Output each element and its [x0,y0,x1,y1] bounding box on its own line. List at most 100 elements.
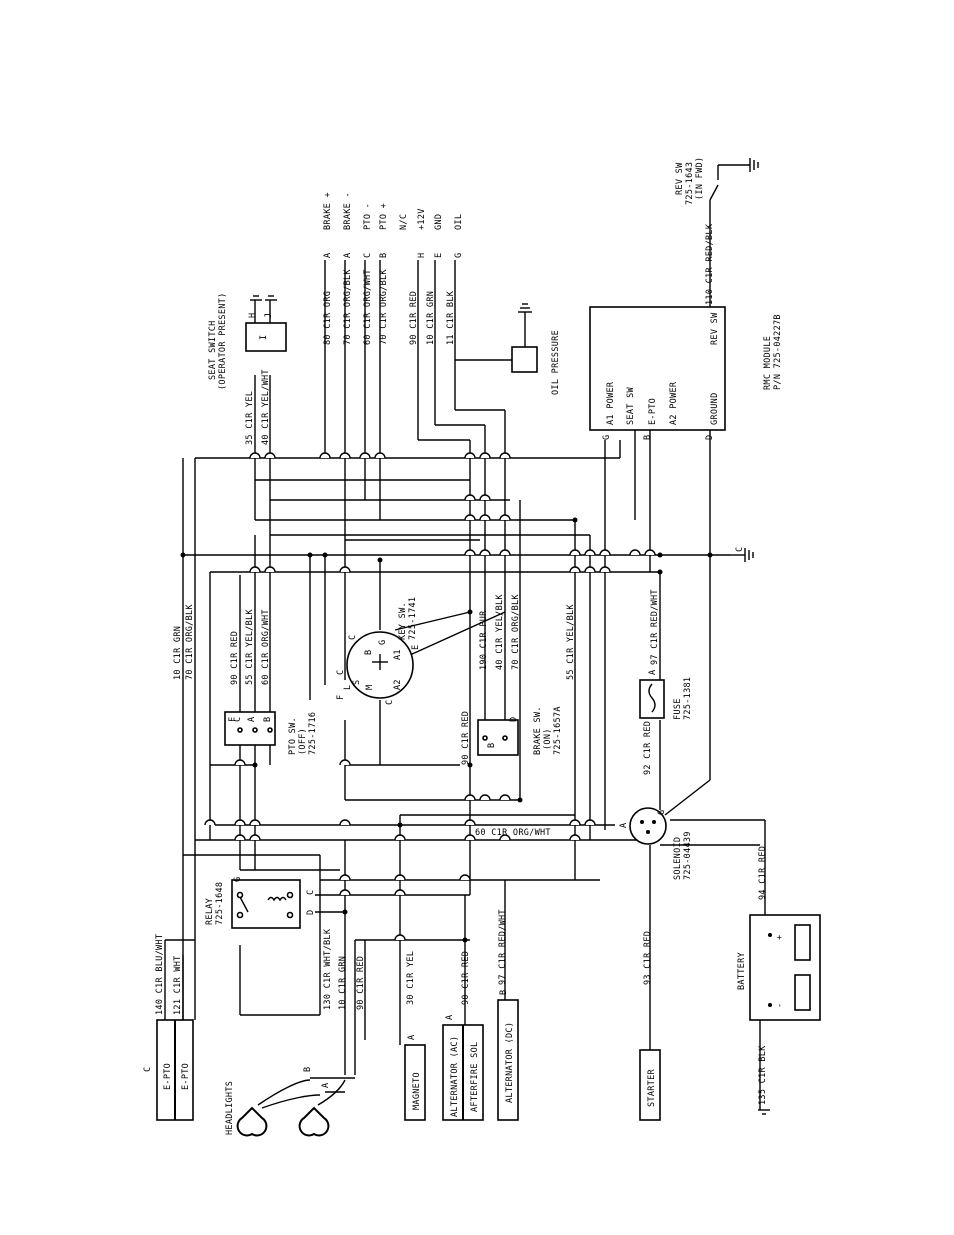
module-pin-ground: GROUND [710,392,720,425]
module-pin-seat-sw: SEAT SW [626,386,636,425]
alternator-ac-connector: ALTERNATOR (AC) AFTERFIRE SOL A [442,1015,484,1121]
pin-B: B [379,253,389,258]
wire-90-e: 90 C1R RED [409,291,419,345]
wire-11: 11 C1R BLK [446,290,456,345]
wire-90-b: 90 C1R RED [461,951,471,1005]
wire-135: 135 C1R BLK [758,1045,768,1105]
key-switch-part: 725-1741 [408,597,418,640]
pin-B: B [364,650,374,655]
seat-switch-name: SEAT SWITCH [208,320,218,380]
solenoid-name: SOLENOID [673,837,683,880]
pin-A: A [619,823,629,828]
pin-E: E [411,645,421,650]
pin-A2: A2 [393,679,403,690]
relay-name: RELAY [205,898,215,925]
pin-C: C [306,890,316,895]
pin-C: C [336,670,346,675]
pin-H: H [417,253,427,258]
wire-93: 93 C1R RED [643,931,653,985]
epto-letter: C [143,1067,153,1072]
epto-bottom-label: E-PTO [181,1063,191,1090]
pin-E: E [434,253,444,258]
wire-60-a: 60 C1R ORG/WHT [475,828,551,838]
wire-10-c: 10 C1R GRN [426,291,436,345]
alternator-dc-connector: ALTERNATOR (DC) B [497,990,519,1121]
wire-70-d: 70 C1R ORG/BLK [379,269,389,345]
pto-switch-state: (OFF) [298,728,308,755]
pin-A: A [445,1015,455,1020]
wire-60-c: 60 C1R ORG/WHT [363,269,373,345]
wire-80: 80 C1R ORG [323,291,333,345]
pto-switch-name: PTO SW. [288,717,298,755]
pto-switch-part: 725-1716 [308,712,318,755]
battery-minus: - [775,1003,785,1008]
pto-switch: F C A B PTO SW. (OFF) 725-1716 [224,711,318,755]
wire-140: 140 C1R BLU/WHT [155,934,165,1015]
wire-40-a: 40 C1R YEL/BLK [495,594,505,670]
wire-55-a: 55 C1R YEL/BLK [245,609,255,685]
fuse-part: 725-1381 [683,677,693,720]
magneto-connector: MAGNETO A [399,1025,426,1121]
module-pin-rev-sw: REV SW [710,312,720,345]
pin-G: G [378,640,388,645]
key-switch-name: KEY SW. [398,602,408,640]
wire-94: 94 C1R RED [758,846,768,900]
epto-top-label: E-PTO [163,1063,173,1090]
wire-labels: 35 C1R YEL 40 C1R YEL/WHT 80 C1R ORG 70 … [173,269,768,1105]
wire-90-c: 90 C1R RED [230,631,240,685]
module-pin-a2-power: A2 POWER [669,381,679,425]
epto-connector: C E-PTO E-PTO 140 C1R BLU/WHT 121 C1R WH… [143,934,195,1121]
wire-70-b: 70 C1R ORG/BLK [511,594,521,670]
harness-brake-plus: BRAKE + [323,192,333,230]
pin-A: A [407,1035,417,1040]
alternator-dc-label: ALTERNATOR (DC) [505,1022,515,1103]
vertical-wire-runs [239,260,766,1110]
wire-10-a: 10 C1R GRN [338,956,348,1010]
pin-B: B [263,717,273,722]
wire-130: 130 C1R WHT/BLK [323,928,333,1010]
harness-brake-minus: BRAKE - [343,192,353,230]
pin-I: I [259,335,269,340]
solenoid-part: 725-04439 [683,831,693,880]
wire-90-d: 90 C1R RED [461,711,471,765]
oil-pressure-label: OIL PRESSURE [551,330,561,395]
ground-symbols: C [730,547,754,562]
wire-55-b: 55 C1R YEL/BLK [566,604,576,680]
wire-35: 35 C1R YEL [245,391,255,445]
relay: RELAY 725-1648 G C D [205,877,316,929]
harness-pin-labels: BRAKE + BRAKE - PTO - PTO + N/C +12V GND… [323,192,464,258]
junctions [180,452,713,943]
pin-C: C [363,253,373,258]
pin-A: A [648,670,658,675]
headlights-label: HEADLIGHTS [225,1081,235,1135]
alternator-ac-label: ALTERNATOR (AC) [450,1036,460,1117]
starter-connector: STARTER [639,1049,661,1121]
pin-B: B [643,435,653,440]
wire-97-a: 97 C1R RED/WHT [498,909,508,985]
harness-pto-plus: PTO + [379,203,389,230]
wire-70-c: 70 C1R ORG/BLK [343,269,353,345]
wire-190: 190 C1R PUR [479,610,489,670]
rmc-module-name: RMC MODULE [763,336,773,390]
wire-10-b: 10 C1R GRN [173,626,183,680]
pin-S: S [352,680,362,685]
horizontal-wire-runs [182,457,730,1020]
pin-G: G [454,253,464,258]
wire-97-b: 97 C1R RED/WHT [650,589,660,665]
harness-pto-minus: PTO - [363,203,373,230]
pin-J: J [264,313,274,318]
key-switch: C S B G A1 A2 E L M F C C KEY SW. 725-17… [336,597,421,705]
rev-switch-state: (IN FWD) [695,157,705,200]
brake-switch: B D BRAKE SW. (ON) 725-1657A [477,706,563,756]
seat-switch: H J I SEAT SWITCH (OPERATOR PRESENT) [208,292,287,390]
pin-B: B [487,743,497,748]
wire-30: 30 C1R YEL [406,951,416,1005]
rmc-module-part: P/N 725-04227B [773,314,783,390]
harness-nc: N/C [399,214,409,230]
wire-70-a: 70 C1R ORG/BLK [185,604,195,680]
pin-G: G [233,877,243,882]
pin-G: G [602,435,612,440]
harness-gnd: GND [434,214,444,230]
wire-60-b: 60 C1R ORG/WHT [261,609,271,685]
